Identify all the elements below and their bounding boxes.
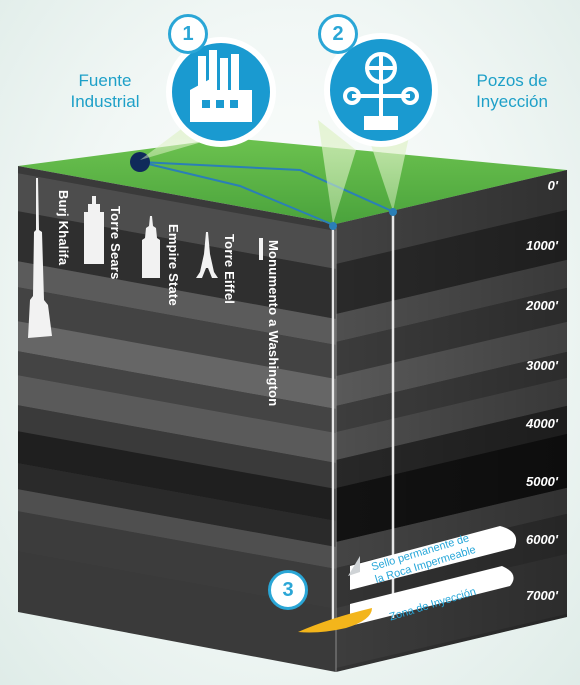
arrow-icon [348, 556, 360, 576]
depth-label: 3000' [525, 358, 558, 373]
landmark-label: Torre Eiffel [222, 234, 237, 305]
co2-storage-plume [298, 608, 372, 633]
step-2-badge: 2 [318, 14, 358, 54]
landmark-label: Burj Khalifa [56, 190, 71, 266]
step-3-badge: 3 [268, 570, 308, 610]
burj-khalifa-icon [28, 178, 52, 338]
beam-2 [318, 120, 356, 224]
depth-label: 5000' [525, 474, 558, 489]
pipeline [139, 161, 395, 213]
wells-label: Pozos de Inyección [476, 71, 548, 111]
injection-band [350, 566, 514, 626]
depth-label: 6000' [525, 532, 558, 547]
torre-sears-icon [84, 196, 104, 264]
depth-label: 4000' [525, 416, 558, 431]
landmark-label: Torre Sears [108, 206, 123, 280]
depth-label: 2000' [525, 298, 558, 313]
factory-icon [190, 50, 252, 122]
washington-monument-icon [259, 238, 263, 260]
pipeline [139, 161, 337, 227]
ground-surface [18, 138, 567, 224]
wellhead-valve-icon [343, 52, 419, 130]
depth-label: 7000' [525, 588, 558, 603]
beam-2b [366, 130, 410, 211]
source-label: Fuente Industrial [70, 71, 140, 111]
empire-state-icon [142, 216, 160, 278]
landmark-silhouettes [28, 178, 263, 338]
landmark-label: Empire State [166, 224, 181, 306]
seal-band [350, 526, 517, 590]
depth-label: 0' [547, 178, 558, 193]
landmark-label: Monumento a Washington [266, 240, 281, 407]
torre-eiffel-icon [196, 232, 218, 278]
step-1-badge: 1 [168, 14, 208, 54]
depth-label: 1000' [525, 238, 558, 253]
